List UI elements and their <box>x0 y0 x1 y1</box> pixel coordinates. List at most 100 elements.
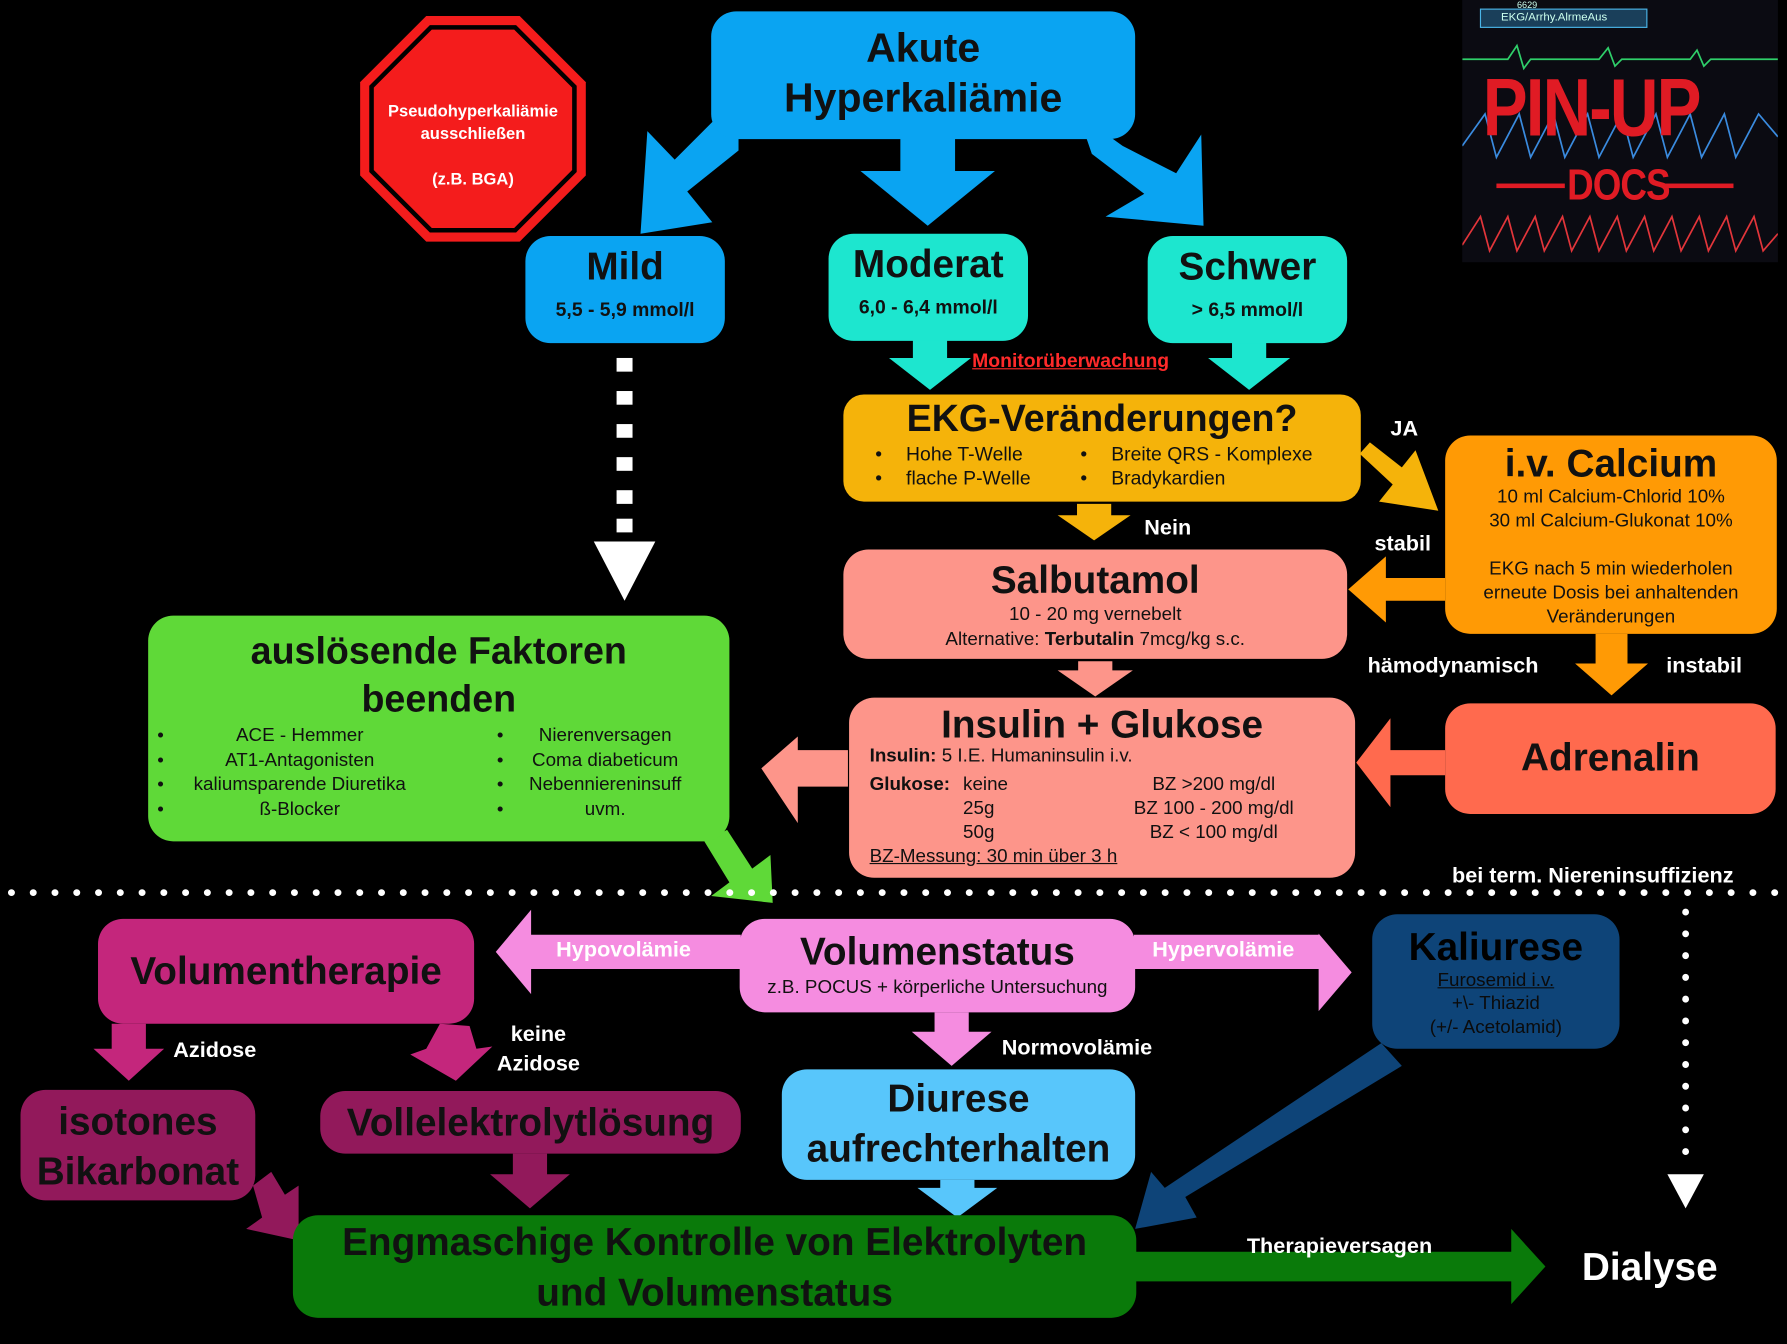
label-azidose: Azidose <box>173 1038 257 1063</box>
salbutamol-line1: 10 - 20 mg vernebelt <box>1009 604 1182 625</box>
arrow-hypovolaemie <box>495 909 741 995</box>
stop-sign <box>360 15 586 242</box>
monitor-waveform <box>1462 8 1778 254</box>
stop-sign-line2: ausschließen <box>420 125 526 144</box>
top-title-line1: Akute <box>866 23 981 71</box>
diurese-box: Diurese aufrechterhalten <box>781 1069 1136 1180</box>
monitoring-label: Monitorüberwachung <box>972 349 1170 372</box>
isotones-line2: Bikarbonat <box>36 1150 240 1194</box>
volumenstatus-title: Volumenstatus <box>799 930 1075 974</box>
glukose-bz-2: BZ < 100 mg/dl <box>1149 821 1278 843</box>
mild-dashed-line <box>616 357 633 533</box>
arrow-faktoren-down <box>704 829 773 903</box>
akute-hyperkaliaemie-box: Akute Hyperkaliämie <box>711 11 1136 140</box>
adrenalin-title: Adrenalin <box>1521 736 1700 780</box>
glukose-label: Glukose: <box>869 774 951 795</box>
salbutamol-title: Salbutamol <box>990 558 1200 602</box>
arrow-hypervolaemie <box>1134 933 1352 1012</box>
logo-rule-right <box>1665 183 1734 189</box>
top-title-line2: Hyperkaliämie <box>784 74 1063 121</box>
arrow-schwer-ekg <box>1208 339 1291 390</box>
label-stabil: stabil <box>1374 532 1432 557</box>
stop-sign-text: Pseudohyperkaliämie ausschließen (z.B. B… <box>360 100 586 191</box>
glukose-bz-1: BZ 100 - 200 mg/dl <box>1133 798 1294 819</box>
faktoren-left-item: •ACE - Hemmer <box>157 725 364 746</box>
diurese-line2: aufrechterhalten <box>806 1127 1111 1171</box>
dialyse-label: Dialyse <box>1581 1246 1718 1290</box>
arrow-normovolaemie <box>911 1012 992 1066</box>
arrow-to-schwer <box>1078 114 1204 226</box>
calcium-line4: erneute Dosis bei anhaltenden <box>1483 582 1739 604</box>
faktoren-left-item: •AT1-Antagonisten <box>157 749 375 771</box>
adrenalin-box: Adrenalin <box>1445 703 1776 814</box>
arrow-vollelektrolyt-kontrolle <box>490 1153 570 1209</box>
label-haemodynamisch: hämodynamisch <box>1367 654 1539 679</box>
arrow-instabil-adrenalin <box>1575 633 1649 696</box>
kaliurese-box: Kaliurese Furosemid i.v. +\- Thiazid (+/… <box>1372 914 1620 1049</box>
insulin-dose-line: Insulin: 5 I.E. Humaninsulin i.v. <box>869 745 1133 767</box>
dialyse-arrow-head <box>1667 1174 1704 1209</box>
vollelektrolyt-title: Vollelektrolytlösung <box>346 1101 715 1145</box>
ekg-right-item: •Bradykardien <box>1080 467 1226 490</box>
label-therapieversagen: Therapieversagen <box>1246 1234 1433 1259</box>
kaliurese-title: Kaliurese <box>1408 925 1584 969</box>
arrow-adrenalin-insulin <box>1356 718 1446 808</box>
arrow-salbutamol-insulin <box>1057 661 1133 697</box>
diurese-line1: Diurese <box>887 1077 1030 1121</box>
logo-monitor-label: EKG/Arrhy.AlrmeAus <box>1500 11 1608 24</box>
isotones-line1: isotones <box>58 1100 218 1144</box>
arrow-azidose <box>93 1023 165 1081</box>
glukose-dose-1: 25g <box>963 798 995 819</box>
kaliurese-line2: +\- Thiazid <box>1451 992 1540 1014</box>
logo-monitor-value: 6629 <box>1516 0 1538 11</box>
ekg-right-item: •Breite QRS - Komplexe <box>1080 443 1313 466</box>
severity-moderat-range: 6,0 - 6,4 mmol/l <box>858 296 998 319</box>
faktoren-right-item: •Nebenniereninsuff <box>496 774 682 795</box>
arrow-ja-calcium <box>1359 442 1439 511</box>
logo-brand-top: PIN-UP <box>1482 62 1702 154</box>
glukose-dose-2: 50g <box>963 821 995 843</box>
ekg-right-list: •Breite QRS - Komplexe •Bradykardien <box>1080 442 1312 490</box>
severity-schwer-box: Schwer > 6,5 mmol/l <box>1147 235 1348 344</box>
severity-moderat-title: Moderat <box>852 242 1004 287</box>
calcium-title: i.v. Calcium <box>1504 442 1718 486</box>
calcium-line2: 30 ml Calcium-Glukonat 10% <box>1489 510 1733 532</box>
logo-brand-bottom: DOCS <box>1567 161 1670 210</box>
severity-moderat-box: Moderat 6,0 - 6,4 mmol/l <box>828 233 1029 341</box>
label-normovolaemie: Normovolämie <box>1001 1036 1153 1061</box>
volumenstatus-box: Volumenstatus z.B. POCUS + körperliche U… <box>739 918 1136 1013</box>
salbutamol-alternative: Alternative: Terbutalin 7mcg/kg s.c. <box>945 629 1246 650</box>
arrow-keine-azidose <box>410 1023 493 1081</box>
insulin-box: Insulin + Glukose Insulin: 5 I.E. Humani… <box>849 697 1356 878</box>
stop-sign-line3: (z.B. BGA) <box>432 171 514 190</box>
vollelektrolyt-box: Vollelektrolytlösung <box>320 1090 741 1154</box>
label-nein: Nein <box>1144 516 1192 541</box>
glukose-bz-0: BZ >200 mg/dl <box>1152 774 1276 795</box>
faktoren-right-item: •uvm. <box>496 798 626 820</box>
label-term-niereninsuffizienz: bei term. Niereninsuffizienz <box>1451 864 1734 889</box>
salbutamol-alt-drug: Terbutalin <box>1044 629 1135 650</box>
arrow-to-moderat <box>860 134 995 226</box>
calcium-line1: 10 ml Calcium-Chlorid 10% <box>1497 486 1725 508</box>
kontrolle-line2: und Volumenstatus <box>536 1271 893 1315</box>
volumentherapie-box: Volumentherapie <box>98 918 475 1024</box>
faktoren-left-item: •kaliumsparende Diuretika <box>157 774 406 795</box>
logo-rule-left <box>1496 183 1565 189</box>
arrow-therapieversagen <box>1135 1228 1546 1305</box>
label-hypervolaemie: Hypervolämie <box>1152 938 1295 963</box>
bz-messung: BZ-Messung: 30 min über 3 h <box>869 845 1118 867</box>
severity-mild-title: Mild <box>586 245 664 289</box>
volumentherapie-title: Volumentherapie <box>130 949 442 993</box>
kontrolle-line1: Engmaschige Kontrolle von Elektrolyten <box>342 1220 1088 1265</box>
glukose-dose-0: keine <box>963 774 1009 795</box>
faktoren-title1: auslösende Faktoren <box>250 629 627 672</box>
calcium-line5: Veränderungen <box>1546 606 1676 627</box>
ekg-title: EKG-Veränderungen? <box>906 396 1298 439</box>
faktoren-left-item: •ß-Blocker <box>157 798 340 820</box>
arrow-moderat-ekg <box>888 339 972 390</box>
label-instabil: instabil <box>1666 654 1743 679</box>
kaliurese-line3: (+/- Acetolamid) <box>1429 1016 1562 1038</box>
insulin-title: Insulin + Glukose <box>941 703 1264 747</box>
